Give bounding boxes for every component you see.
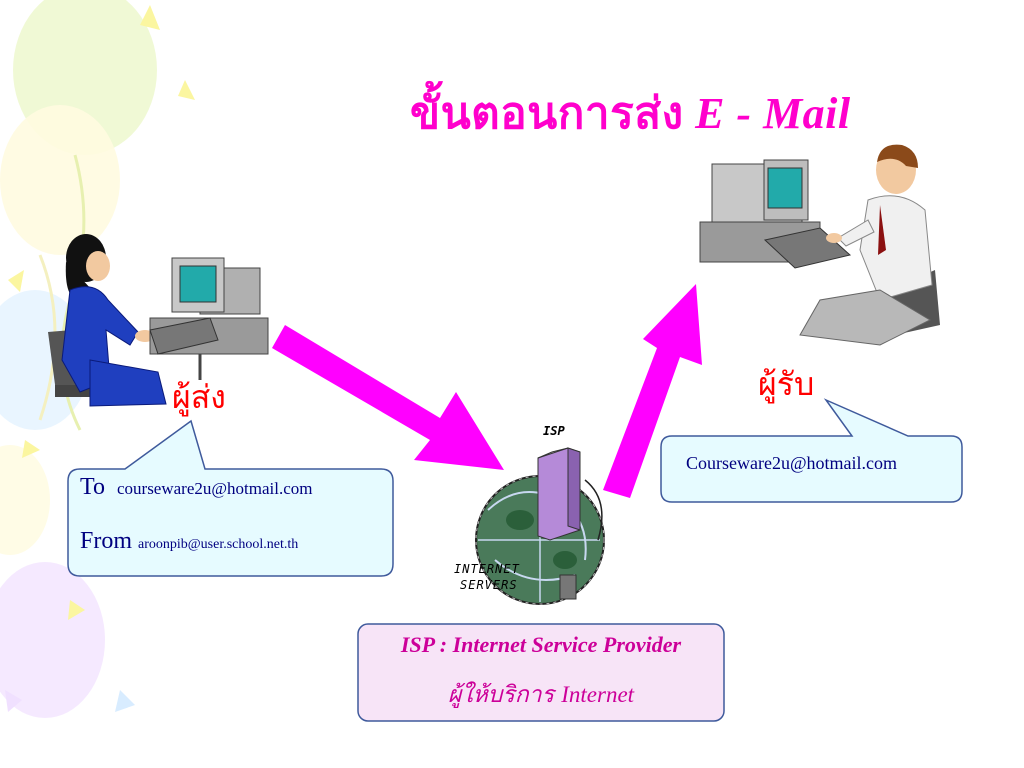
- arrow-sender-to-isp: [272, 325, 504, 470]
- to-address: courseware2u@hotmail.com: [116, 479, 313, 498]
- isp-box-subtitle: ผู้ให้บริการ Internet: [358, 677, 724, 713]
- isp-icon-label: ISP: [543, 424, 565, 438]
- isp-box-subtitle-thai: ผู้ให้บริการ: [447, 682, 554, 708]
- sender-label: ผู้ส่ง: [172, 378, 226, 416]
- from-row: From aroonpib@user.school.net.th: [80, 528, 298, 555]
- from-label: From: [80, 528, 133, 554]
- isp-box-title: ISP : Internet Service Provider: [400, 632, 682, 657]
- to-row: To courseware2u@hotmail.com: [80, 474, 313, 501]
- page-title: ขั้นตอนการส่ง E - Mail: [410, 78, 851, 148]
- internet-server-label-line2: SERVERS: [460, 578, 518, 592]
- receiver-address: Courseware2u@hotmail.com: [686, 453, 898, 473]
- from-address: aroonpib@user.school.net.th: [138, 537, 299, 552]
- arrow-isp-to-receiver: [603, 284, 702, 498]
- receiver-callout: [660, 398, 963, 503]
- title-thai: ขั้นตอนการส่ง: [410, 89, 684, 138]
- isp-box-subtitle-english: Internet: [561, 682, 635, 707]
- title-english: E - Mail: [695, 89, 851, 138]
- internet-server-label-line1: INTERNET: [454, 562, 520, 576]
- isp-description-box: [357, 623, 725, 722]
- to-label: To: [80, 474, 105, 500]
- sender-callout: [67, 419, 394, 577]
- receiver-label: ผู้รับ: [758, 365, 815, 403]
